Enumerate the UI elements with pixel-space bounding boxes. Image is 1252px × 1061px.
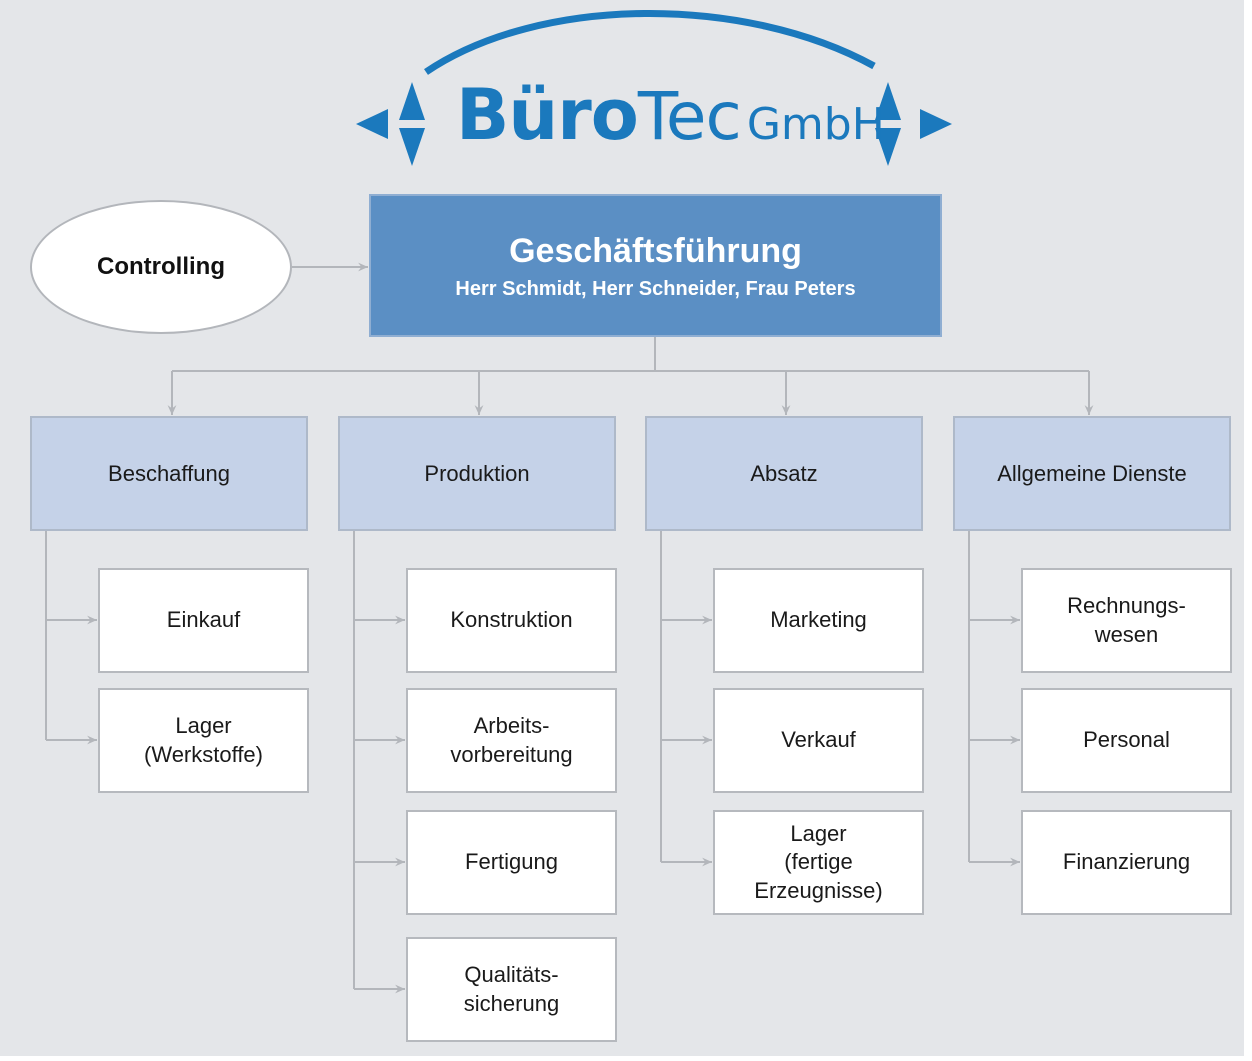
unit-node: Finanzierung [1021, 810, 1232, 915]
department-node: Beschaffung [30, 416, 308, 531]
unit-node: Fertigung [406, 810, 617, 915]
logo-arc [424, 10, 876, 75]
unit-node: Einkauf [98, 568, 309, 673]
unit-node: Personal [1021, 688, 1232, 793]
unit-label: Arbeits- vorbereitung [450, 712, 573, 767]
unit-label: Verkauf [781, 727, 856, 753]
controlling-node: Controlling [30, 200, 292, 334]
management-members: Herr Schmidt, Herr Schneider, Frau Peter… [455, 278, 856, 301]
unit-node: Lager (fertige Erzeugnisse) [713, 810, 924, 915]
controlling-label: Controlling [97, 253, 225, 280]
unit-node: Marketing [713, 568, 924, 673]
unit-label: Fertigung [465, 849, 558, 875]
unit-node: Qualitäts- sicherung [406, 937, 617, 1042]
department-label: Absatz [750, 460, 818, 486]
unit-label: Finanzierung [1062, 849, 1191, 875]
unit-node: Verkauf [713, 688, 924, 793]
unit-node: Konstruktion [406, 568, 617, 673]
department-node: Allgemeine Dienste [953, 416, 1231, 531]
unit-node: Lager (Werkstoffe) [98, 688, 309, 793]
unit-label: Marketing [770, 607, 867, 633]
company-name-regular: Tec [637, 78, 742, 155]
unit-label: Qualitäts- sicherung [463, 961, 560, 1016]
management-title: Geschäftsführung [509, 231, 802, 270]
double-arrow-icon [356, 82, 952, 166]
unit-label: Lager (Werkstoffe) [144, 712, 263, 767]
unit-node: Arbeits- vorbereitung [406, 688, 617, 793]
department-node: Absatz [645, 416, 923, 531]
department-label: Produktion [424, 460, 530, 486]
unit-label: Personal [1083, 727, 1170, 753]
department-label: Allgemeine Dienste [997, 460, 1187, 486]
management-node: Geschäftsführung Herr Schmidt, Herr Schn… [369, 194, 942, 337]
company-name-bold: Büro [456, 74, 639, 156]
unit-label: Lager (fertige Erzeugnisse) [754, 820, 883, 903]
company-suffix: GmbH [746, 99, 885, 150]
unit-label: Einkauf [166, 607, 241, 633]
department-node: Produktion [338, 416, 616, 531]
unit-label: Konstruktion [450, 607, 573, 633]
unit-label: Rechnungs- wesen [1067, 592, 1186, 647]
department-label: Beschaffung [108, 460, 230, 486]
unit-node: Rechnungs- wesen [1021, 568, 1232, 673]
